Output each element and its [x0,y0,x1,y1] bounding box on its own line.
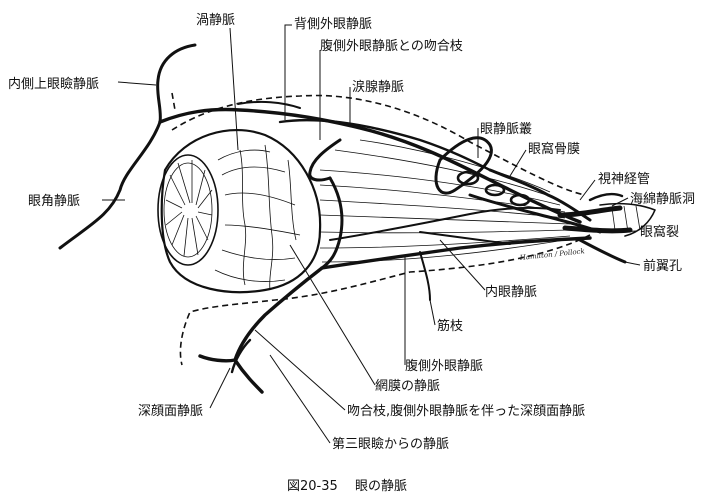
label-anastomosis-deep-facial: 吻合枝,腹側外眼静脈を伴った深顔面静脈 [347,403,585,419]
label-orbital-fissure: 眼窩裂 [640,224,679,240]
label-ophthalmic-plexus: 眼静脈叢 [480,122,532,137]
label-dorsal-lateral-ophthalmic-vein: 背側外眼静脈 [294,17,372,32]
label-retinal-vein: 網膜の静脈 [375,379,440,394]
label-cavernous-sinus: 海綿静脈洞 [630,192,695,207]
label-muscular-branch: 筋枝 [437,318,463,334]
figure-caption: 図20-35 眼の静脈 [287,479,407,494]
vein-network [60,45,655,392]
caption-title: 眼の静脈 [355,479,407,494]
label-rostral-alar-foramen: 前翼孔 [643,258,682,274]
label-deep-facial-vein: 深顔面静脈 [138,404,203,419]
caption-figure-number: 図20-35 [287,479,338,494]
label-periorbita: 眼窩骨膜 [528,141,580,157]
label-third-eyelid-vein: 第三眼瞼からの静脈 [332,436,449,452]
label-internal-ophthalmic-vein: 内眼静脈 [485,284,537,300]
label-optic-canal: 視神経管 [598,172,650,187]
label-angular-vein: 眼角静脈 [28,194,80,209]
cornea [158,155,218,265]
label-medial-upper-eyelid-vein: 内側上眼瞼静脈 [8,76,99,92]
label-ventral-lateral-ophthalmic-vein: 腹側外眼静脈 [405,358,483,374]
eyeball [158,130,320,292]
label-anastomosis-ventral: 腹側外眼静脈との吻合枝 [320,38,463,54]
label-lacrimal-vein: 涙腺静脈 [352,79,404,95]
label-vortex-vein: 渦静脈 [196,13,235,28]
